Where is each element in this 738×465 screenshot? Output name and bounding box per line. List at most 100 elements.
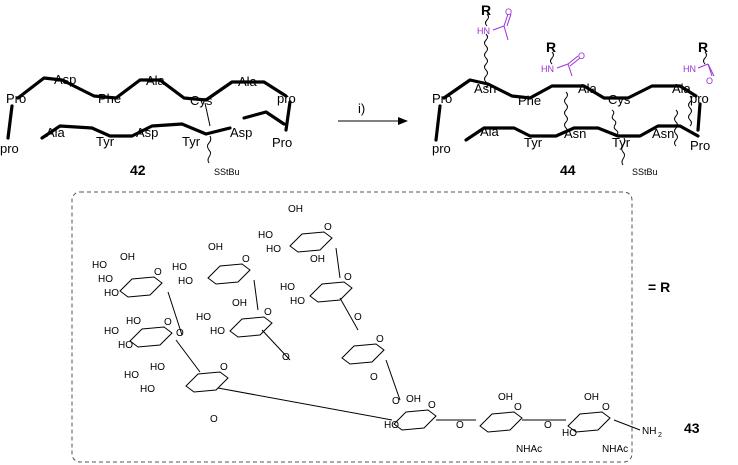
ring-a2-ring-oxygen: O [164,317,172,328]
o-link-6: O [370,372,378,383]
res-44-tyr-1: Tyr [524,135,543,150]
oh-b2-3: OH [232,298,247,309]
o-link-8: O [176,328,184,339]
res-44-phe: Phe [518,93,541,108]
oh-f1-1: OH [498,392,513,403]
o-link-3: O [456,420,464,431]
res-42-pro-d2: pro [0,141,19,156]
o-link-1: O [210,414,218,425]
amide-o-2: O [578,51,585,61]
ring-a3 [185,371,229,393]
oh-g1-1: OH [584,392,599,403]
ho-b2-2: HO [210,326,225,337]
ring-g1-ring-oxygen: O [602,402,610,413]
ho-b1-2: HO [178,276,193,287]
ho-a1-3: HO [104,288,119,299]
link-b2-d1 [261,329,291,361]
res-42-cys: Cys [190,93,213,108]
oh-a1-4: OH [120,252,135,263]
ring-a1 [119,276,163,298]
res-44-asn-1: Asn [474,81,496,96]
ring-c2-ring-oxygen: O [344,272,352,283]
ring-b2-ring-oxygen: O [264,307,272,318]
compound-44-label: 44 [560,162,576,178]
compound-42-label: 42 [130,162,146,178]
res-44-ala-3: Ala [480,124,500,139]
amide-nh-3: HN [683,64,696,74]
amide-linkers [492,13,715,77]
res-44-tyr-2: Tyr [612,135,631,150]
ho-a2-2: HO [118,340,133,351]
o-link-7: O [282,352,290,363]
ring-c1 [289,231,333,253]
ring-a3-ring-oxygen: O [220,362,228,373]
oh-c2-3: OH [310,254,325,265]
ring-c1-ring-oxygen: O [324,222,332,233]
r-label-3: R [698,39,708,55]
ho-a1-1: HO [92,260,107,271]
arrow-head-icon [398,117,408,125]
sstbu-44: SStBu [632,167,658,177]
ho-b1-1: HO [172,262,187,273]
res-42-ala-2: Ala [238,74,258,89]
r-label-1: R [481,2,491,18]
ring-d1 [341,343,385,365]
ho-b2-1: HO [196,312,211,323]
ring-b1 [207,263,251,285]
link-d1-e1 [385,359,401,401]
res-42-ala-1: Ala [146,73,166,88]
r-label-2: R [546,39,556,55]
res-44-pro-2: Pro [690,138,710,153]
res-42-asp-3: Asp [230,125,252,140]
nhac-g1: NHAc [602,444,628,455]
ring-b2 [229,316,273,338]
equals-r-label: = R [648,279,670,295]
ho-c2-1: HO [280,282,295,293]
peptide-42 [6,76,292,164]
res-42-asp-1: Asp [54,72,76,87]
res-42-ala-3: Ala [46,125,66,140]
o-link-5: O [354,312,362,323]
ring-d1-ring-oxygen: O [376,334,384,345]
res-44-pro-d1: pro [690,91,709,106]
ho-g1-2: HO [562,428,577,439]
ho-c1-1: HO [258,230,273,241]
link-a2-a3 [175,339,201,373]
ho-e1-2: HO [384,420,399,431]
res-44-asn-3: Asn [652,126,674,141]
link-a3-e1 [217,387,393,421]
glycan-structure [119,231,641,433]
res-44-cys: Cys [608,92,631,107]
ho-a2-1: HO [104,326,119,337]
res-42-pro-1: Pro [6,91,26,106]
ring-f1 [479,411,523,433]
ring-f1-ring-oxygen: O [514,402,522,413]
ring-e1 [393,409,437,431]
link-a1-a2 [167,291,183,336]
res-44-asn-2: Asn [564,126,586,141]
ho-a2-3: HO [126,316,141,327]
res-42-tyr-1: Tyr [96,134,115,149]
ring-a1-ring-oxygen: O [154,267,162,278]
amide-nh-2: HN [541,64,554,74]
reaction-reagent: i) [358,101,365,116]
link-c1-c2 [335,247,341,279]
res-42-phe: Phe [98,91,121,106]
ring-a2 [129,326,173,348]
amide-nh-1: HN [477,26,490,36]
ring-g1 [567,411,611,433]
ring-e1-ring-oxygen: O [428,400,436,411]
peptide-44 [434,13,707,166]
ho-a1-2: HO [98,274,113,285]
link-c2-d1 [339,297,359,331]
res-42-pro-2: Pro [272,135,292,150]
glycan-box [71,191,633,463]
res-42-asp-2: Asp [136,125,158,140]
res-42-tyr-2: Tyr [182,134,201,149]
nh2-label: NH [642,426,656,437]
sstbu-42: SStBu [214,167,240,177]
o-link-4: O [544,420,552,431]
link-b1-b2 [253,279,259,311]
